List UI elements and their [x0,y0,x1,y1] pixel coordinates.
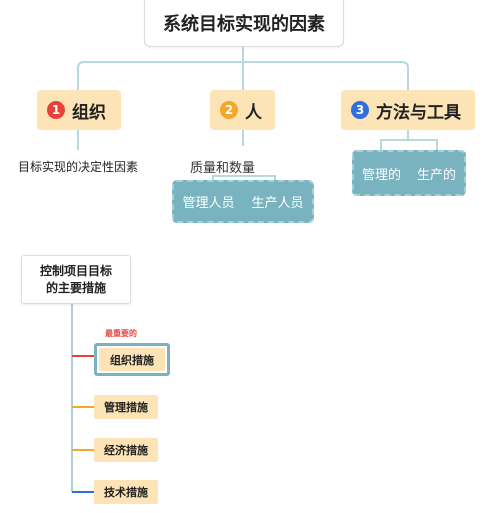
measure-technical: 技术措施 [94,480,158,504]
group-item-productive: 生产的 [416,167,456,183]
number-one-badge: 1 [47,101,65,119]
factor-person-label: 人 [245,102,262,123]
group-item-management-staff: 管理人员 [182,196,235,211]
control-title-line1: 控制项目目标 [39,263,112,278]
factor-person: 2 人 [210,90,275,130]
most-important-tag: 最重要的 [105,329,137,338]
measure-management: 管理措施 [94,395,158,419]
measure-organization-label: 组织措施 [99,348,165,371]
factor-method-tools: 3 方法与工具 [341,90,475,130]
root-title: 系统目标实现的因素 [144,0,344,47]
number-two-badge: 2 [220,101,238,119]
measure-economic: 经济措施 [94,438,158,462]
measure-organization: 组织措施 [94,343,170,376]
method-group: 管理的 生产的 [352,150,466,196]
control-measures-title: 控制项目目标 的主要措施 [21,255,131,304]
organization-note: 目标实现的决定性因素 [18,160,139,174]
group-item-managerial: 管理的 [361,167,401,183]
control-title-line2: 的主要措施 [45,280,106,295]
number-three-badge: 3 [351,101,369,119]
factor-method-tools-label: 方法与工具 [376,102,461,123]
group-item-production-staff: 生产人员 [251,196,304,211]
factor-organization-label: 组织 [72,102,106,123]
person-group: 管理人员 生产人员 [172,180,314,223]
person-sub-label: 质量和数量 [190,161,256,176]
factor-organization: 1 组织 [37,90,121,130]
